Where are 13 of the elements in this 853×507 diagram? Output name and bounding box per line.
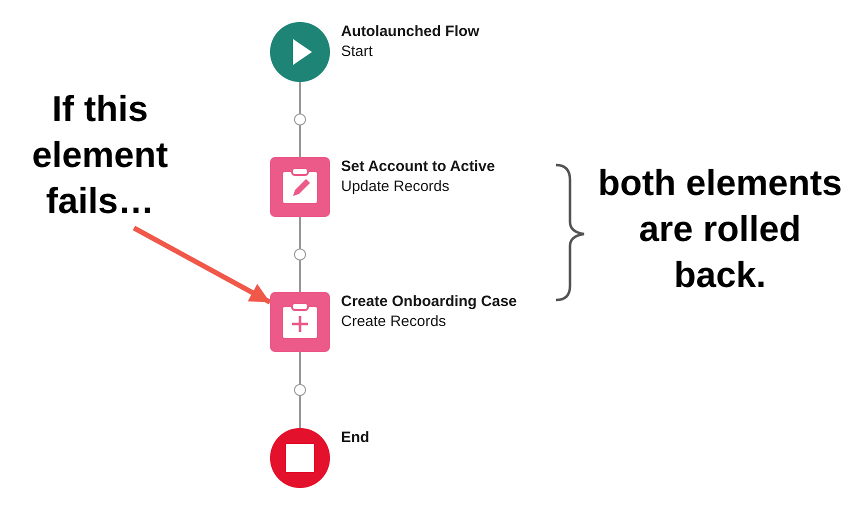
element-type: Update Records [341,177,450,197]
arrow [132,226,272,304]
note-text: both elements are rolled back. [596,161,844,297]
element-title: End [341,428,370,448]
callout-text: If this element fails… [15,86,185,224]
element-title: Autolaunched Flow [341,22,480,42]
connector-line [299,217,301,292]
element-title: Create Onboarding Case [341,292,517,312]
connector-line [299,82,301,157]
element-type: Create Records [341,312,448,332]
element-type: Start [341,42,374,62]
connector-line [299,352,301,428]
element-title: Set Account to Active [341,157,495,177]
